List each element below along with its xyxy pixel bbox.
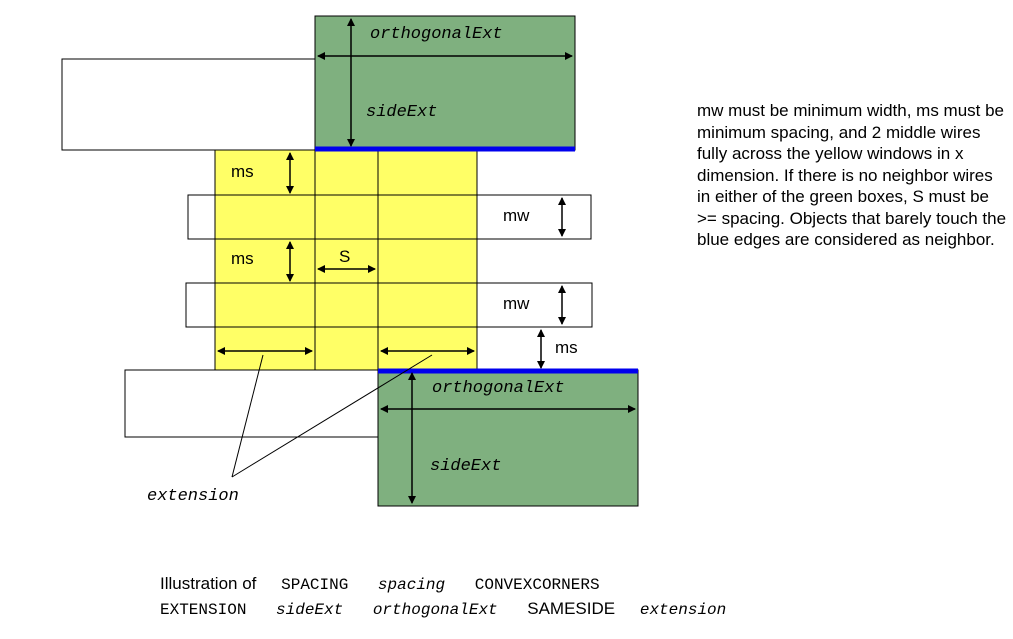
ms-top-label: ms	[231, 162, 254, 181]
description-text: mw must be minimum width, ms must be min…	[697, 101, 1007, 249]
middle-wire-top-left-cap	[187, 194, 216, 240]
caption-1-seg-2: spacing	[378, 576, 455, 594]
bottom-side-label: sideExt	[430, 457, 501, 476]
caption-2-seg-2: orthogonalExt	[373, 601, 507, 619]
top-orthogonal-label: orthogonalExt	[370, 25, 503, 44]
caption-2-seg-0: EXTENSION	[160, 601, 256, 619]
ms-middle-label: ms	[231, 249, 254, 268]
bottom-left-wire	[124, 369, 380, 438]
spacing-label: S	[339, 247, 350, 266]
caption-line-1: Illustration of SPACING spacing CONVEXCO…	[140, 574, 612, 594]
caption-2-seg-1: sideExt	[276, 601, 353, 619]
yellow-window-center	[314, 149, 379, 371]
caption-2-seg-3: SAMESIDE	[527, 599, 620, 618]
extension-pointer-right	[231, 354, 433, 478]
caption-1-seg-1: SPACING	[281, 576, 358, 594]
yellow-window-left	[214, 149, 316, 371]
ms-bottom-label: ms	[555, 338, 578, 357]
middle-wire-bottom-right-cap	[476, 282, 593, 328]
caption-1-seg-3: CONVEXCORNERS	[475, 576, 600, 594]
caption-1-seg-0: Illustration of	[160, 574, 261, 593]
bottom-green-box	[377, 369, 639, 507]
mw-bottom-label: mw	[503, 294, 530, 313]
middle-wire-top-right-cap	[476, 194, 592, 240]
mw-top-label: mw	[503, 206, 530, 225]
caption-2-seg-4: extension	[640, 601, 726, 619]
extension-pointer-left	[231, 354, 264, 478]
extension-label: extension	[147, 487, 239, 506]
middle-wire-bottom-left-cap	[185, 282, 216, 328]
top-side-label: sideExt	[366, 103, 437, 122]
yellow-window-right	[377, 149, 478, 371]
caption-line-2: EXTENSION sideExt orthogonalExt SAMESIDE…	[140, 599, 738, 619]
top-left-wire	[61, 58, 317, 151]
bottom-orthogonal-label: orthogonalExt	[432, 379, 565, 398]
